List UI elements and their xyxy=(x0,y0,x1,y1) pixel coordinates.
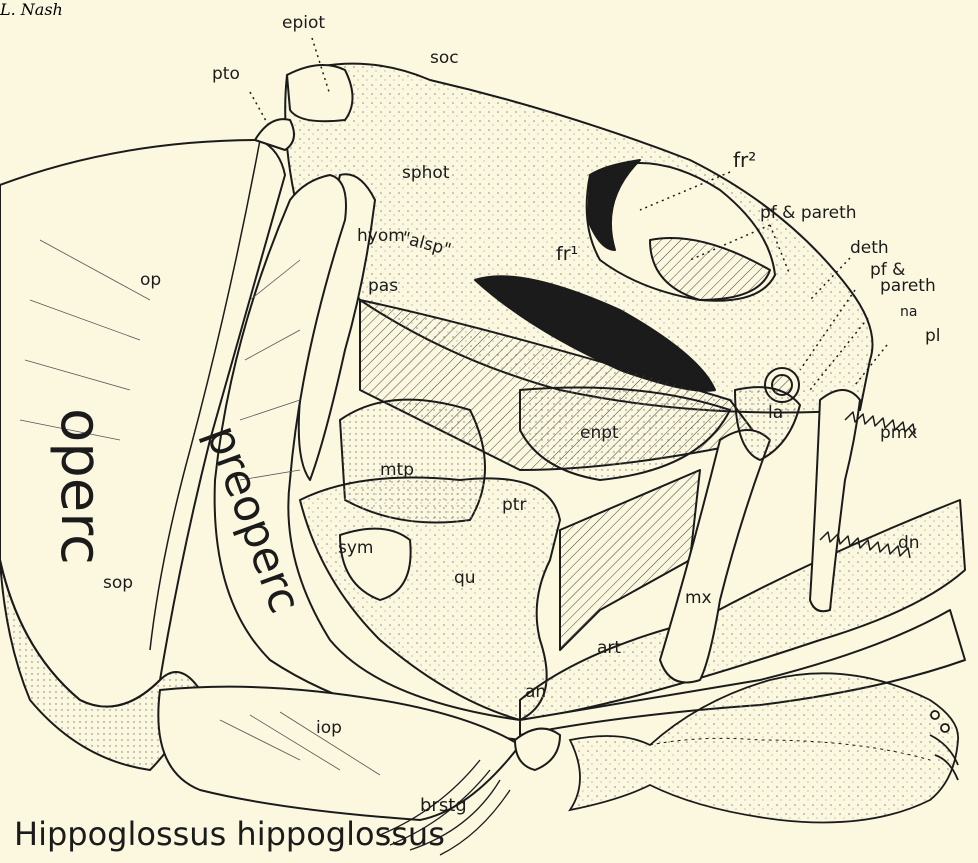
label-pf-pareth-2b: pareth xyxy=(880,278,936,295)
label-sphot: sphot xyxy=(402,165,450,182)
label-qu: qu xyxy=(454,570,476,587)
label-pl: pl xyxy=(925,328,941,345)
label-pto: pto xyxy=(212,66,240,83)
label-epiot: epiot xyxy=(282,15,325,32)
label-fr2: fr² xyxy=(733,150,756,170)
label-iop: iop xyxy=(316,720,342,737)
label-enpt: enpt xyxy=(580,425,619,442)
figure-caption: Hippoglossus hippoglossus xyxy=(14,818,445,850)
label-ptr: ptr xyxy=(502,497,526,514)
label-an: an xyxy=(525,684,546,701)
label-brstg: brstg xyxy=(420,797,467,815)
label-mtp: mtp xyxy=(380,462,414,479)
epiotic xyxy=(287,65,353,121)
label-mx: mx xyxy=(685,590,712,607)
label-operc: operc xyxy=(52,408,108,565)
label-sym: sym xyxy=(338,540,373,557)
label-la: la xyxy=(768,405,783,422)
label-sop: sop xyxy=(103,575,133,592)
label-hyom: hyom xyxy=(357,228,405,245)
angular xyxy=(515,729,560,770)
label-art: art xyxy=(597,640,621,657)
label-pas: pas xyxy=(368,278,398,295)
label-pmx: pmx xyxy=(880,425,917,442)
label-deth: deth xyxy=(850,240,889,257)
label-fr1: fr¹ xyxy=(556,245,578,264)
label-dn: dn xyxy=(898,535,920,552)
label-op: op xyxy=(140,272,161,289)
label-soc: soc xyxy=(430,50,459,67)
label-pf-pareth-1: pf & pareth xyxy=(760,205,857,222)
label-na: na xyxy=(900,305,917,319)
